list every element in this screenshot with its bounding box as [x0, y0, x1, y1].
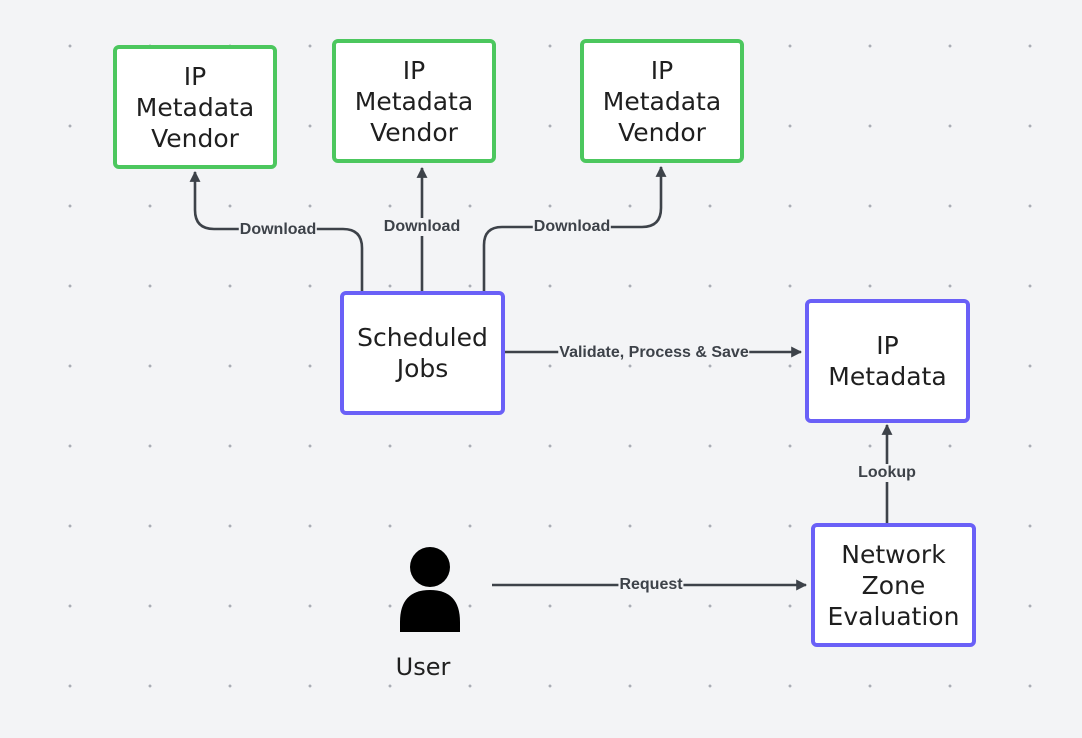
network-zone-evaluation-node[interactable]: Network Zone Evaluation [811, 523, 976, 647]
vendor-node-2-label: IP Metadata Vendor [354, 55, 474, 147]
ip-metadata-node[interactable]: IP Metadata [805, 299, 970, 423]
user-label: User [395, 653, 451, 681]
edge-label-request: Request [618, 576, 684, 594]
vendor-node-3-label: IP Metadata Vendor [602, 55, 722, 147]
ip-metadata-label: IP Metadata [828, 331, 947, 391]
vendor-node-2[interactable]: IP Metadata Vendor [332, 39, 496, 163]
network-zone-evaluation-label: Network Zone Evaluation [827, 539, 960, 631]
scheduled-jobs-node[interactable]: Scheduled Jobs [340, 291, 505, 415]
edge-label-validate: Validate, Process & Save [558, 344, 750, 362]
edge-label-download-2: Download [382, 218, 462, 236]
edge-label-download-1: Download [238, 221, 318, 239]
edge-label-lookup: Lookup [857, 464, 917, 482]
vendor-node-1-label: IP Metadata Vendor [135, 61, 255, 153]
edge-label-download-3: Download [532, 218, 612, 236]
person-icon [400, 547, 460, 632]
scheduled-jobs-label: Scheduled Jobs [357, 323, 488, 383]
vendor-node-1[interactable]: IP Metadata Vendor [113, 45, 277, 169]
vendor-node-3[interactable]: IP Metadata Vendor [580, 39, 744, 163]
